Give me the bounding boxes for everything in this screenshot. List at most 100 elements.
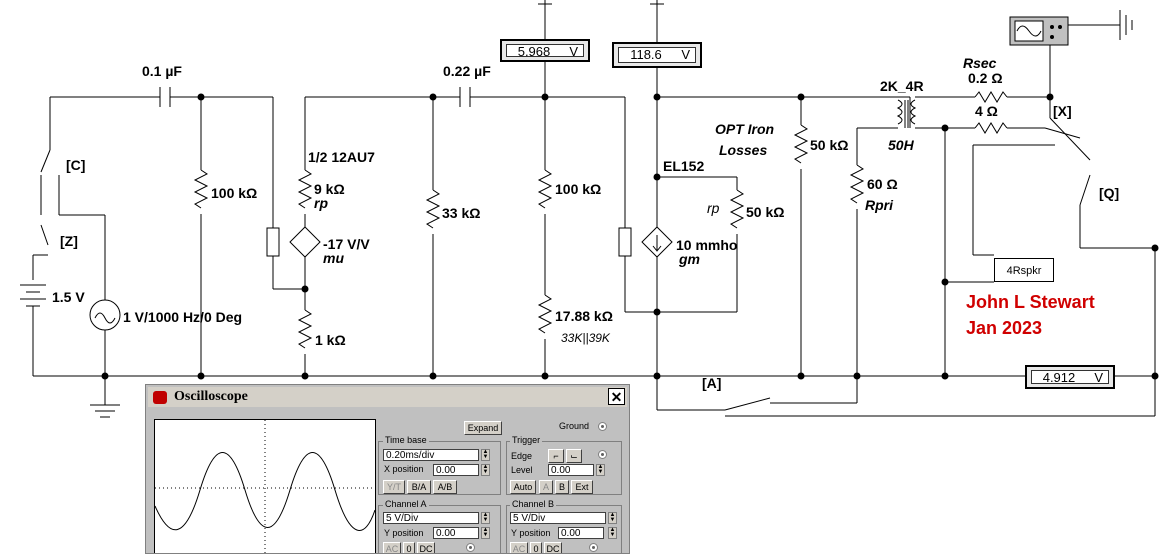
channel-b-terminal[interactable] (589, 543, 598, 552)
channel-b-zero-button[interactable]: 0 (530, 542, 542, 553)
timebase-spinner[interactable]: ▲▼ (481, 449, 490, 461)
channel-a-zero-button[interactable]: 0 (403, 542, 415, 553)
channel-b-ac-button[interactable]: AC (510, 542, 528, 553)
channel-b-ypos-label: Y position (511, 528, 551, 538)
channel-a-ypos-label: Y position (384, 528, 424, 538)
switch-q-label: [Q] (1099, 185, 1119, 201)
mode-ab-button[interactable]: A/B (433, 480, 457, 494)
switch-a-label: [A] (702, 375, 721, 391)
voltmeter-2-value: 118.6 (630, 47, 662, 62)
tube1-rp-label: rp (314, 195, 328, 211)
oscilloscope-title: Oscilloscope (174, 389, 248, 404)
channel-a-scale-field[interactable]: 5 V/Div (383, 512, 479, 524)
channel-a-ypos-field[interactable]: 0.00 (433, 527, 479, 539)
r1k-label: 1 kΩ (315, 332, 346, 348)
xpos-spinner[interactable]: ▲▼ (481, 464, 490, 476)
author-label: John L Stewart (966, 292, 1095, 312)
mode-yt-button[interactable]: Y/T (383, 480, 405, 494)
trigger-group (506, 441, 622, 495)
r100k-b-label: 100 kΩ (555, 181, 601, 197)
trigger-auto-button[interactable]: Auto (510, 480, 536, 494)
level-field[interactable]: 0.00 (548, 464, 594, 476)
r4-label: 4 Ω (975, 103, 998, 119)
r100k-a-label: 100 kΩ (211, 185, 257, 201)
voltmeter-1[interactable]: 5.968 V (500, 39, 590, 62)
edge-label: Edge (511, 451, 533, 461)
oscilloscope-app-icon (153, 391, 167, 404)
channel-a-scale-spinner[interactable]: ▲▼ (481, 512, 490, 524)
channel-a-label: Channel A (383, 499, 429, 509)
channel-a-group (378, 505, 501, 553)
rsec-label: Rsec (963, 55, 997, 71)
r17k-label: 17.88 kΩ (555, 308, 613, 324)
voltmeter-3-unit: V (1094, 370, 1103, 385)
rpri-value: 60 Ω (867, 176, 898, 192)
ground-label: Ground (559, 421, 590, 431)
date-label: Jan 2023 (966, 318, 1042, 338)
cap1-label: 0.1 µF (142, 63, 182, 79)
voltmeter-3[interactable]: 4.912 V (1025, 365, 1115, 389)
channel-b-dc-button[interactable]: DC (544, 542, 562, 553)
level-spinner[interactable]: ▲▼ (596, 464, 605, 476)
opt-loss-label-2: Losses (719, 142, 767, 158)
rpri-label: Rpri (865, 197, 894, 213)
oscilloscope-titlebar[interactable]: Oscilloscope ✕ (148, 387, 627, 407)
oscilloscope-window[interactable]: Oscilloscope ✕ Expand Ground Time base 0… (145, 384, 630, 554)
tube2-gm-label: gm (678, 251, 700, 267)
voltmeter-3-value: 4.912 (1042, 370, 1076, 385)
transformer-name: 2K_4R (880, 78, 924, 94)
timebase-field[interactable]: 0.20ms/div (383, 449, 479, 461)
transformer-inductance: 50H (888, 137, 915, 153)
opt-loss-label-1: OPT Iron (715, 121, 774, 137)
level-label: Level (511, 465, 533, 475)
tube2-name: EL152 (663, 158, 704, 174)
tube1-rp-value: 9 kΩ (314, 181, 345, 197)
oscilloscope-screen (154, 419, 376, 553)
trigger-a-button[interactable]: A (539, 480, 553, 494)
tube1-name: 1/2 12AU7 (308, 149, 375, 165)
channel-a-terminal[interactable] (466, 543, 475, 552)
voltmeter-1-unit: V (569, 44, 578, 59)
channel-a-ac-button[interactable]: AC (383, 542, 401, 553)
tube1-mu-value: -17 V/V (323, 236, 370, 252)
voltmeter-1-value: 5.968 (517, 44, 551, 59)
timebase-group (378, 441, 501, 495)
channel-b-scale-spinner[interactable]: ▲▼ (608, 512, 617, 524)
channel-b-ypos-field[interactable]: 0.00 (558, 527, 604, 539)
rsec-value: 0.2 Ω (968, 70, 1003, 86)
edge-rising-button[interactable]: ⌐ (548, 449, 564, 463)
trigger-label: Trigger (510, 435, 543, 445)
battery-label: 1.5 V (52, 289, 85, 305)
speaker-box[interactable]: 4Rspkr (994, 258, 1054, 282)
channel-b-ypos-spinner[interactable]: ▲▼ (608, 527, 617, 539)
channel-a-ypos-spinner[interactable]: ▲▼ (481, 527, 490, 539)
ground-terminal[interactable] (598, 422, 607, 431)
r17k-note: 33K||39K (561, 331, 611, 345)
oscilloscope-trace (154, 420, 376, 553)
trigger-b-button[interactable]: B (555, 480, 569, 494)
trigger-terminal[interactable] (598, 450, 607, 459)
edge-falling-button[interactable]: ⌙ (566, 449, 582, 463)
mode-ba-button[interactable]: B/A (407, 480, 431, 494)
r50k-label: 50 kΩ (810, 137, 848, 153)
switch-z-label: [Z] (60, 233, 78, 249)
close-icon[interactable]: ✕ (608, 388, 625, 405)
switch-c-label: [C] (66, 157, 85, 173)
tube2-rp-label: rp (707, 200, 720, 216)
trigger-ext-button[interactable]: Ext (571, 480, 593, 494)
node-x-label: [X] (1053, 103, 1072, 119)
channel-a-dc-button[interactable]: DC (417, 542, 435, 553)
channel-b-scale-field[interactable]: 5 V/Div (510, 512, 606, 524)
expand-button[interactable]: Expand (464, 421, 502, 435)
cap2-label: 0.22 µF (443, 63, 491, 79)
source-label: 1 V/1000 Hz/0 Deg (123, 309, 242, 325)
xpos-label: X position (384, 464, 424, 474)
xpos-field[interactable]: 0.00 (433, 464, 479, 476)
channel-b-group (506, 505, 622, 553)
voltmeter-2[interactable]: 118.6 V (612, 42, 702, 68)
voltmeter-2-unit: V (681, 47, 690, 62)
r33k-label: 33 kΩ (442, 205, 480, 221)
timebase-label: Time base (383, 435, 429, 445)
tube2-rp-value: 50 kΩ (746, 204, 784, 220)
